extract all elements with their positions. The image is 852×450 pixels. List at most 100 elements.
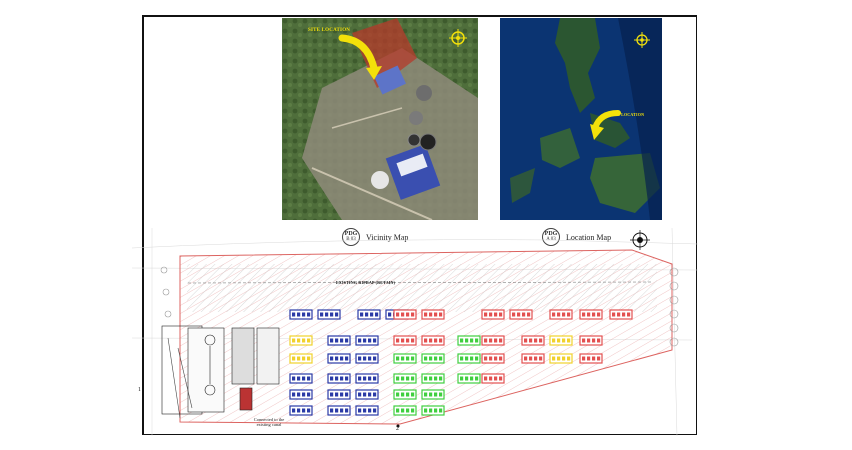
location-seal-top: PDG xyxy=(544,231,558,237)
location-map-image: SITE LOCATION xyxy=(500,18,662,220)
panel-cell xyxy=(330,312,334,317)
panel-cell xyxy=(424,408,428,413)
vicinity-map-image: SITE LOCATION xyxy=(282,18,478,220)
panel-cell xyxy=(406,392,410,397)
panel-array xyxy=(289,335,313,346)
panel-cell xyxy=(424,356,428,361)
panel-array xyxy=(481,335,505,346)
panel-cell xyxy=(484,356,488,361)
panel-cell xyxy=(627,312,631,317)
panel-cell xyxy=(557,356,561,361)
panel-cell xyxy=(292,376,296,381)
panel-cell xyxy=(340,408,344,413)
panel-cell xyxy=(465,338,469,343)
panel-cell xyxy=(411,338,415,343)
panel-array xyxy=(289,373,313,384)
panel-cell xyxy=(358,338,362,343)
panel-cell xyxy=(617,312,621,317)
panel-cell xyxy=(335,338,339,343)
panel-cell xyxy=(470,356,474,361)
panel-cell xyxy=(396,376,400,381)
panel-cell xyxy=(494,338,498,343)
panel-cell xyxy=(370,312,374,317)
panel-array xyxy=(421,335,445,346)
panel-cell xyxy=(373,356,377,361)
panel-cell xyxy=(439,392,443,397)
panel-cell xyxy=(434,338,438,343)
panel-cell xyxy=(411,376,415,381)
panel-cell xyxy=(484,338,488,343)
panel-cell xyxy=(302,408,306,413)
panel-cell xyxy=(567,312,571,317)
panel-cell xyxy=(434,312,438,317)
panel-cell xyxy=(401,356,405,361)
canal-note: Connected to the existing canal xyxy=(244,417,294,427)
panel-array xyxy=(355,353,379,364)
panel-cell xyxy=(297,356,301,361)
marker-2: 2 xyxy=(396,426,399,432)
panel-array xyxy=(289,405,313,416)
panel-array xyxy=(549,335,573,346)
panel-cell xyxy=(429,356,433,361)
canal-note-line-2: existing canal xyxy=(256,422,282,427)
panel-array xyxy=(579,335,603,346)
panel-cell xyxy=(592,356,596,361)
panel-cell xyxy=(460,376,464,381)
panel-cell xyxy=(552,338,556,343)
panel-cell xyxy=(396,408,400,413)
panel-cell xyxy=(368,408,372,413)
panel-cell xyxy=(622,312,626,317)
panel-cell xyxy=(340,356,344,361)
panel-cell xyxy=(539,356,543,361)
panel-cell xyxy=(401,376,405,381)
panel-cell xyxy=(401,408,405,413)
panel-cell xyxy=(489,338,493,343)
panel-array xyxy=(327,335,351,346)
panel-cell xyxy=(335,392,339,397)
panel-cell xyxy=(292,338,296,343)
panel-cell xyxy=(406,356,410,361)
panel-cell xyxy=(345,408,349,413)
panel-array xyxy=(481,353,505,364)
vicinity-map-title: Vicinity Map xyxy=(366,232,409,242)
vicinity-seal-bottom-left: B xyxy=(346,237,350,242)
panel-cell xyxy=(424,338,428,343)
panel-array xyxy=(457,373,481,384)
panel-cell xyxy=(396,312,400,317)
panel-cell xyxy=(429,392,433,397)
panel-array xyxy=(457,335,481,346)
panel-cell xyxy=(597,356,601,361)
panel-cell xyxy=(345,338,349,343)
panel-cell xyxy=(368,392,372,397)
panel-cell xyxy=(475,338,479,343)
panel-cell xyxy=(460,338,464,343)
panel-cell xyxy=(494,312,498,317)
panel-cell xyxy=(396,338,400,343)
panel-cell xyxy=(429,312,433,317)
panel-cell xyxy=(358,376,362,381)
panel-cell xyxy=(517,312,521,317)
panel-cell xyxy=(320,312,324,317)
panel-cell xyxy=(494,376,498,381)
vicinity-seal-top: PDG xyxy=(344,231,358,237)
panel-array xyxy=(393,353,417,364)
panel-cell xyxy=(424,312,428,317)
panel-cell xyxy=(297,408,301,413)
panel-array xyxy=(421,405,445,416)
panel-cell xyxy=(401,392,405,397)
panel-cell xyxy=(363,338,367,343)
panel-array xyxy=(357,309,381,320)
panel-cell xyxy=(388,312,392,317)
panel-cell xyxy=(302,392,306,397)
panel-cell xyxy=(484,312,488,317)
panel-cell xyxy=(524,356,528,361)
panel-cell xyxy=(330,392,334,397)
panel-cell xyxy=(297,338,301,343)
panel-cell xyxy=(358,392,362,397)
panel-cell xyxy=(365,312,369,317)
panel-cell xyxy=(411,392,415,397)
panel-array xyxy=(421,353,445,364)
panel-array xyxy=(421,389,445,400)
panel-array xyxy=(355,373,379,384)
panel-cell xyxy=(302,312,306,317)
